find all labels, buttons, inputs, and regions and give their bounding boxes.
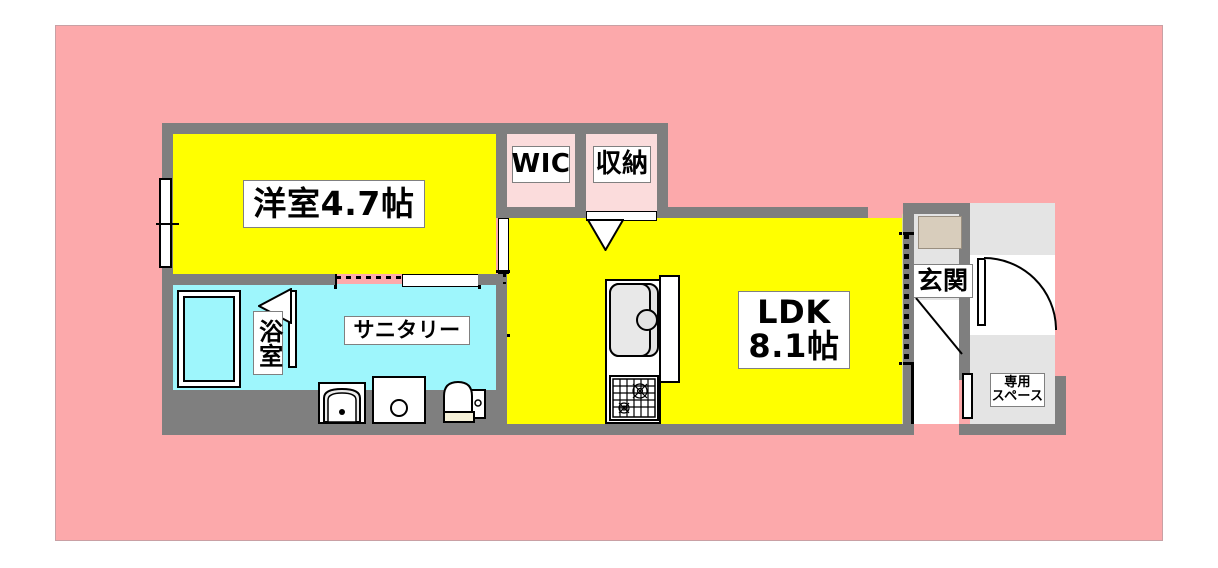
wall-bedroom-bottom-left [173,274,335,285]
bathtub-basin [183,296,235,382]
washing-machine-space [372,376,426,424]
vanity-sink [318,382,366,424]
kitchen-side-panel [659,275,680,383]
kitchen-sink [609,283,659,357]
wall-entrance-top [903,203,970,214]
gas-stove [609,375,659,421]
entrance-lower-window [962,373,973,419]
entrance-step-line [911,362,914,424]
room-label-bedroom: 洋室4.7帖 [243,180,425,228]
room-label-sanitary: サニタリー [344,316,470,345]
room-label-bath: 浴室 [253,311,283,375]
entrance-tataki [914,300,959,424]
wall-wic-bottom [496,207,586,218]
wall-left-outer [162,123,173,435]
wall-storage-right [657,128,668,223]
toilet [440,378,490,424]
ldk-sanitary-jamb-top [496,270,510,273]
sanitary-door-jamb-left [334,274,337,289]
wall-bedroom-bottom-right [478,274,507,285]
room-label-entrance: 玄関 [913,264,973,298]
wall-private-right [1055,376,1066,435]
room-label-ldk: LDK 8.1帖 [738,291,850,369]
storage-folding-door-icon [587,219,624,251]
room-label-wic: WIC [512,146,570,183]
ldk-entrance-sliding-door [904,234,909,365]
wall-top-bedroom [162,123,507,134]
ldk-inner-outline [902,214,903,424]
wall-private-bottom [959,424,1066,435]
room-label-storage: 収納 [593,146,651,183]
ldk-entrance-jamb-top [899,232,914,235]
entrance-door-swing-arc [982,256,1062,332]
wall-bottom-main [162,424,914,435]
entrance-door-leaf [977,258,986,326]
room-label-private-space: 専用 スペース [990,373,1045,407]
sanitary-sliding-door-panel [402,274,480,287]
wall-ldk-sanitary [496,284,507,424]
bedroom-window [156,178,179,268]
shoe-cabinet [918,216,962,249]
wall-ldk-top [657,207,867,218]
sanitary-sliding-door-hidden [336,276,404,279]
ldk-sanitary-door-panel [498,218,509,274]
ldk-entrance-jamb-bottom [899,362,914,365]
bath-door-jamb [288,290,297,368]
entrance-step-diagonal [914,296,964,358]
wall-wic-storage [575,128,586,218]
wall-bedroom-wic [496,123,507,213]
